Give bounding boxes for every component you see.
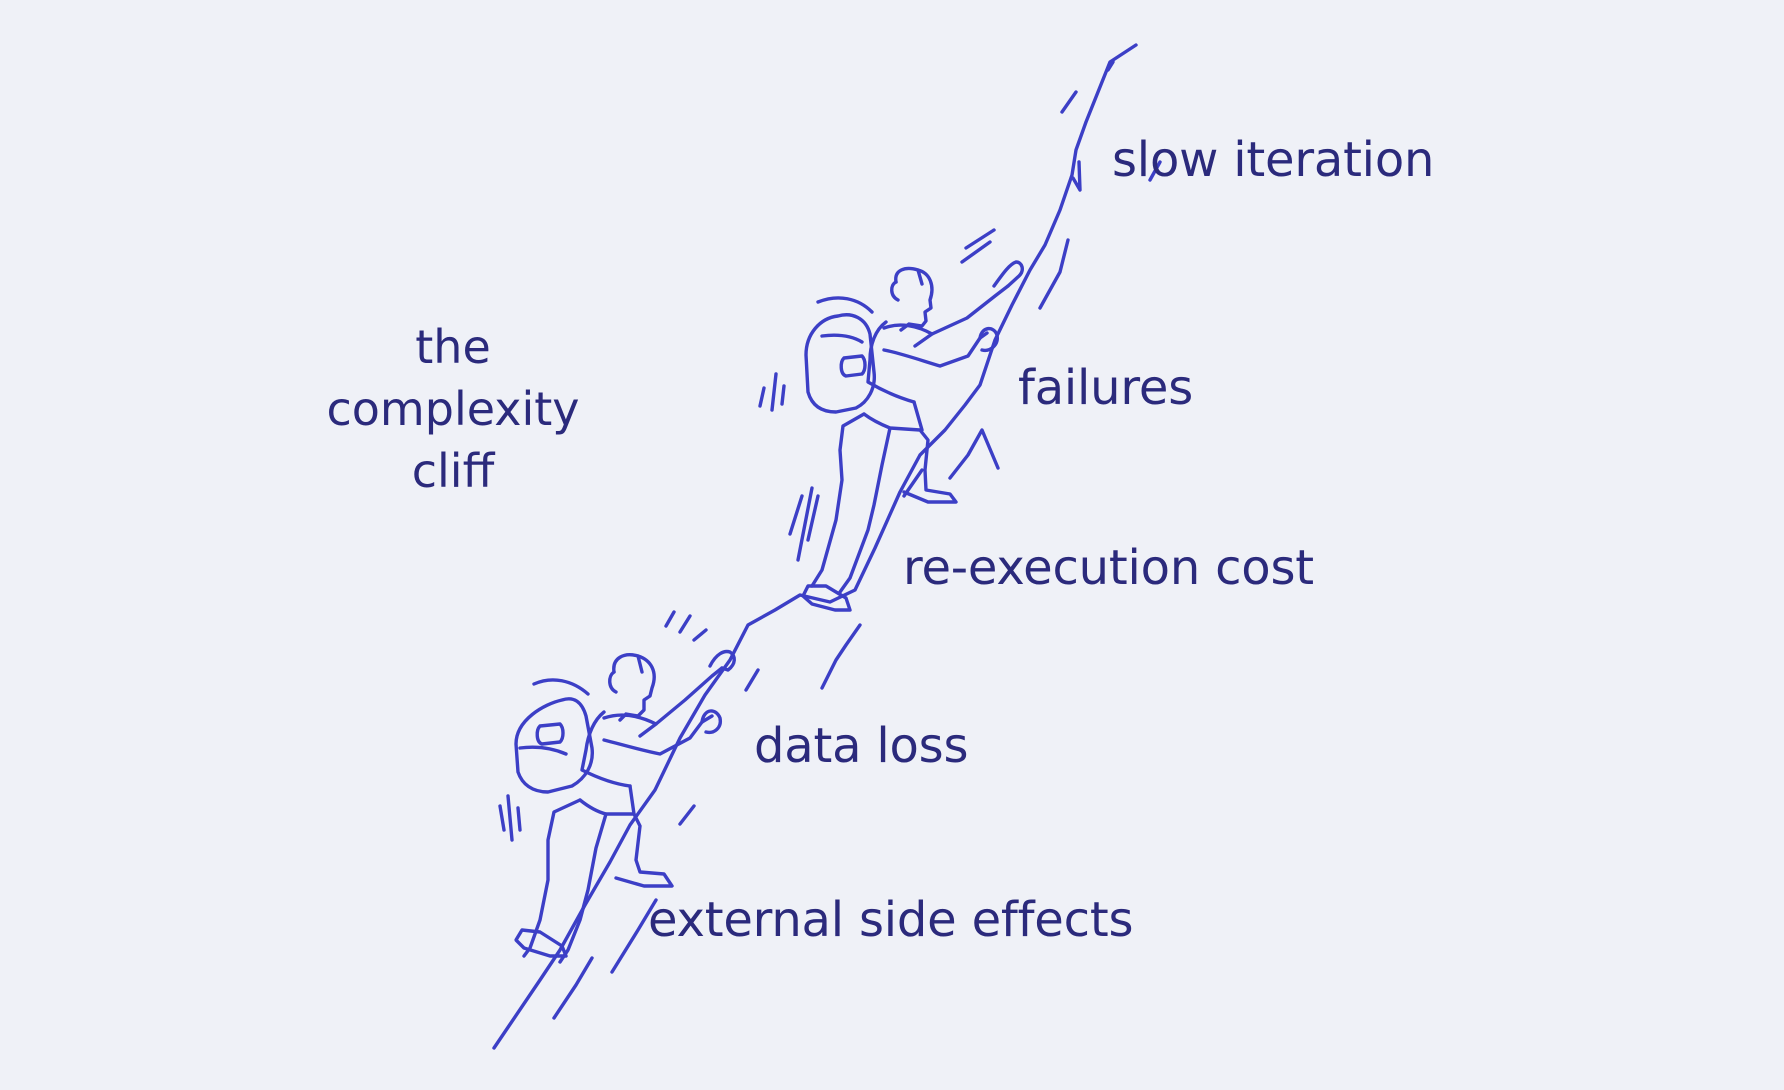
label-re-execution-cost: re-execution cost [903,540,1314,596]
label-failures: failures [1018,360,1194,416]
title-line-1: the [415,320,491,374]
label-data-loss: data loss [754,718,969,774]
title-line-3: cliff [411,444,495,498]
motion-lines-upper [758,228,996,562]
backpack-lower-icon [514,678,594,794]
climber-lower [514,649,736,964]
backpack-icon [804,296,876,414]
climber-upper [801,260,1024,612]
title-line-2: complexity [326,382,580,436]
label-external-side-effects: external side effects [648,892,1134,948]
motion-lines-lower [498,610,708,842]
label-slow-iteration: slow iteration [1112,132,1435,188]
diagram-title: the complexity cliff [300,316,606,502]
